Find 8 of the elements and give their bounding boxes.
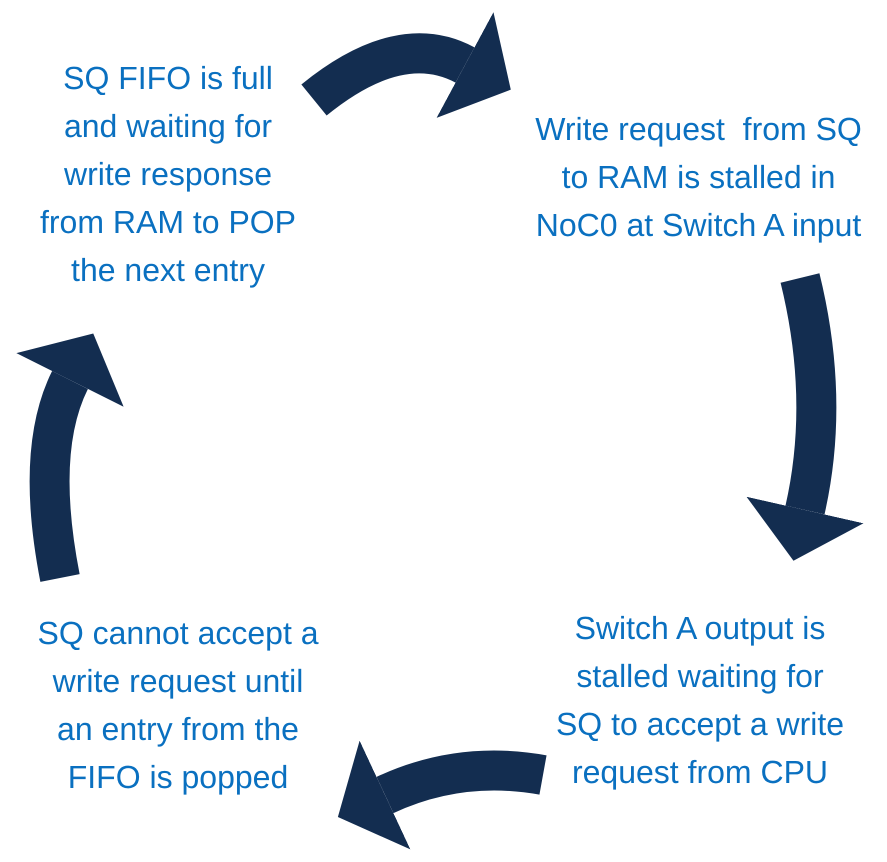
step-text: SQ cannot accept a write request until an entry from the FIFO is popped bbox=[36, 614, 320, 797]
curved-arrow bbox=[15, 332, 125, 582]
curved-arrow bbox=[746, 274, 864, 561]
curved-arrow bbox=[302, 10, 512, 120]
step-text: Write request from SQ to RAM is stalled in NoC0 at Switch A input bbox=[534, 110, 863, 245]
step-text: Switch A output is stalled waiting for SQ to accept a write request from CPU bbox=[554, 609, 846, 792]
curved-arrow bbox=[337, 740, 546, 850]
step-text: SQ FIFO is full and waiting for write response from RAM to POP the next entry bbox=[38, 59, 298, 290]
